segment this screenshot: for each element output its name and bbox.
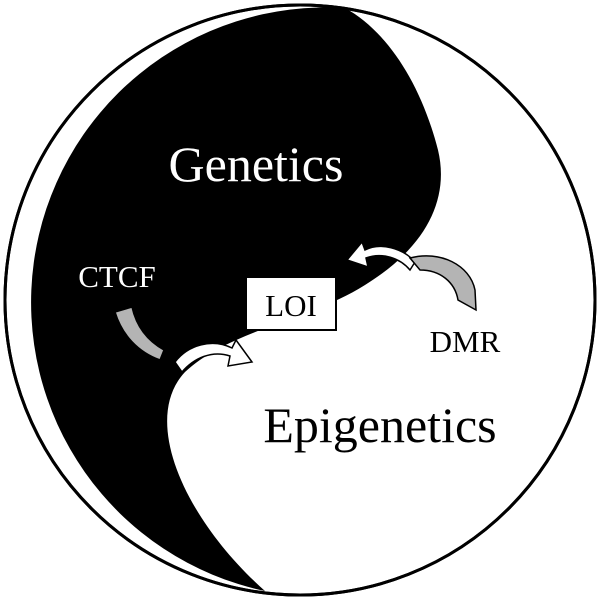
epigenetics-label: Epigenetics	[263, 397, 496, 453]
dmr-gray-arrow	[408, 255, 477, 312]
dmr-label: DMR	[430, 324, 501, 359]
circle-border	[3, 3, 597, 597]
genetics-dark-half	[31, 7, 441, 591]
loi-label: LOI	[265, 288, 317, 323]
loi-box	[245, 276, 337, 331]
left-white-arrow	[174, 338, 254, 374]
upper-white-arrow	[345, 240, 416, 272]
ctcf-gray-arrow	[114, 306, 165, 361]
ctcf-label: CTCF	[78, 259, 156, 294]
genetics-label: Genetics	[169, 136, 344, 192]
